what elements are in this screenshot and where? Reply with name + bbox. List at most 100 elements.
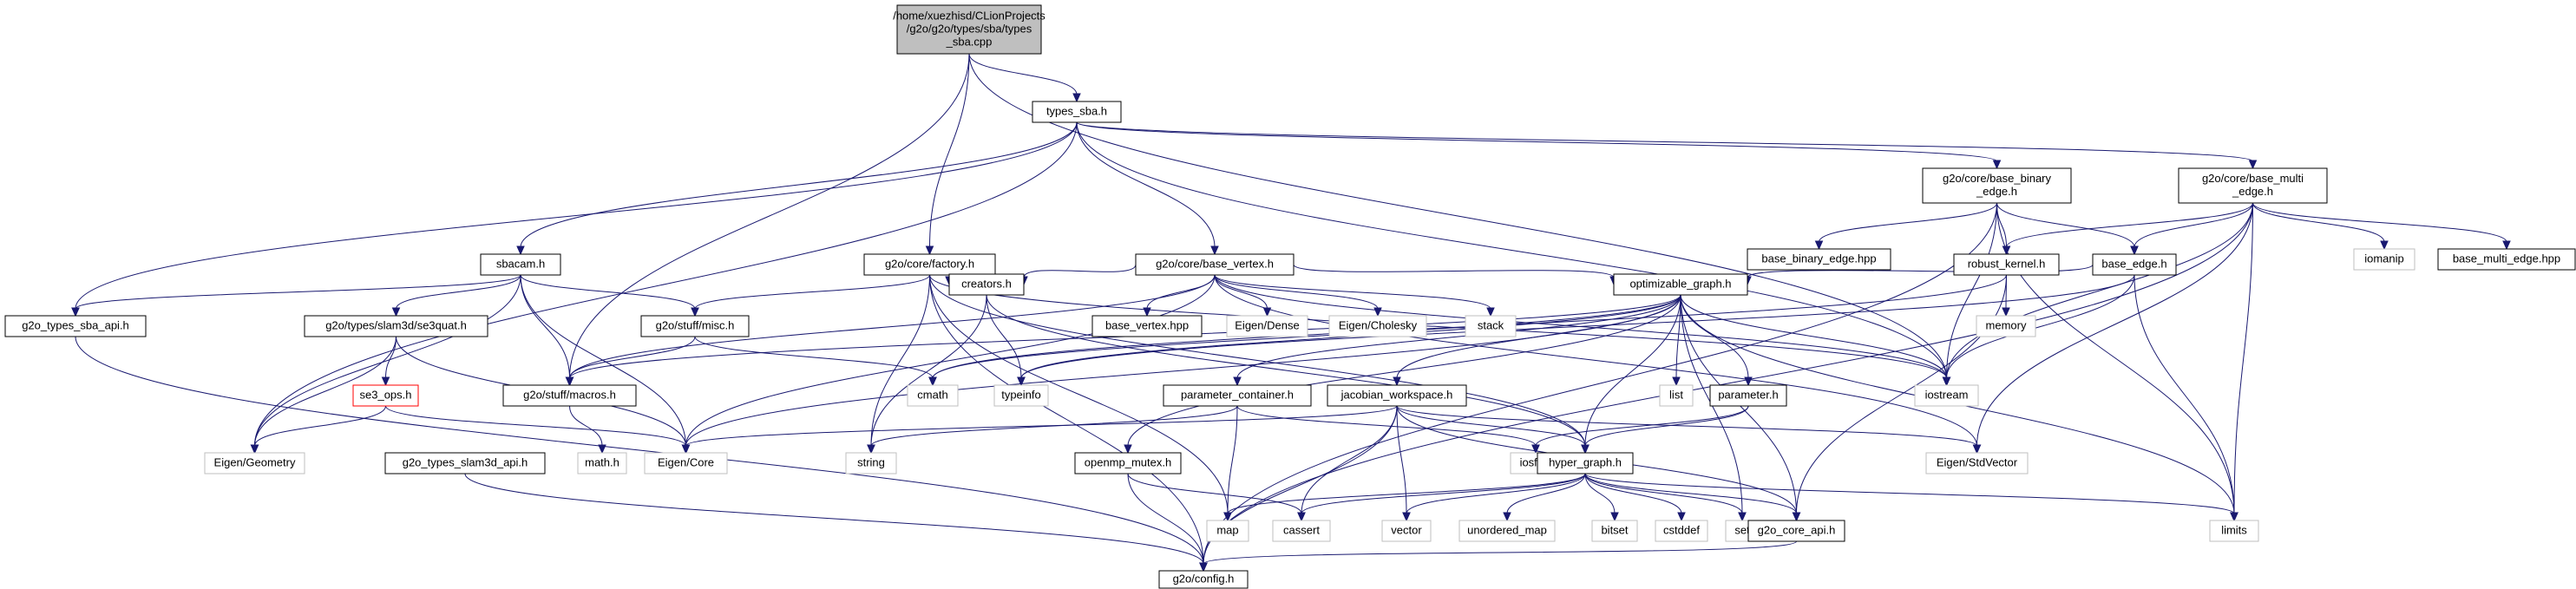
edge-base_vertex_h-to-optimizable_graph_h bbox=[1293, 264, 1618, 286]
node-optimizable-graph-h[interactable]: optimizable_graph.h bbox=[1613, 273, 1748, 296]
node-robust-kernel-h[interactable]: robust_kernel.h bbox=[1953, 253, 2060, 276]
node-label: se3_ops.h bbox=[360, 389, 412, 402]
node-box bbox=[2178, 167, 2328, 204]
node-box bbox=[1091, 315, 1203, 337]
node-box bbox=[1537, 452, 1634, 474]
node-box bbox=[1922, 167, 2072, 204]
node-base-multi-edge-h[interactable]: g2o/core/base_multi_edge.h bbox=[2178, 167, 2328, 204]
node-base-vertex-h[interactable]: g2o/core/base_vertex.h bbox=[1135, 253, 1295, 276]
edge-hyper_graph_h-to-bitset bbox=[1584, 473, 1619, 522]
node-box bbox=[1158, 570, 1249, 589]
node-box bbox=[1272, 520, 1331, 542]
node-label: cstddef bbox=[1663, 524, 1700, 537]
node-label: /home/xuezhisd/CLionProjects bbox=[893, 10, 1045, 23]
node-label: vector bbox=[1391, 524, 1422, 537]
node-parameter-h[interactable]: parameter.h bbox=[1709, 384, 1787, 407]
node-box bbox=[1458, 520, 1556, 542]
edge-base_multi_edge_h-to-base_edge_h bbox=[2130, 202, 2253, 256]
node-iostream: iostream bbox=[1914, 384, 1979, 407]
node-base-edge-h[interactable]: base_edge.h bbox=[2092, 253, 2177, 276]
node-label: _edge.h bbox=[1976, 185, 2017, 198]
edge-hyper_graph_h-to-cassert bbox=[1297, 473, 1586, 522]
node-macros-h[interactable]: g2o/stuff/macros.h bbox=[502, 384, 637, 407]
node-eigen-geometry: Eigen/Geometry bbox=[204, 452, 305, 474]
node-eigen-stdvector: Eigen/StdVector bbox=[1925, 452, 2029, 474]
node-box bbox=[1709, 384, 1787, 407]
node-box bbox=[1206, 520, 1249, 542]
node-jacobian-workspace-h[interactable]: jacobian_workspace.h bbox=[1327, 384, 1467, 407]
node-label: Eigen/Cholesky bbox=[1339, 319, 1418, 332]
node-base-vertex-hpp[interactable]: base_vertex.hpp bbox=[1091, 315, 1203, 337]
node-label: g2o_types_sba_api.h bbox=[22, 319, 129, 332]
edge-se3_ops_h-to-eigen_geometry bbox=[250, 405, 386, 455]
node-box bbox=[384, 452, 546, 474]
edge-types_sba_h-to-base_multi_edge_h bbox=[1076, 121, 2258, 170]
node-sbacam-h[interactable]: sbacam.h bbox=[480, 253, 561, 276]
node-box bbox=[1381, 520, 1432, 542]
node-label: Eigen/Dense bbox=[1235, 319, 1299, 332]
node-box bbox=[1747, 248, 1891, 271]
edge-types_sba_h-to-g2o_types_sba_api_h bbox=[71, 121, 1078, 317]
edge-misc_h-to-macros_h bbox=[565, 336, 696, 387]
edge-hyper_graph_h-to-unordered_map bbox=[1503, 473, 1586, 522]
node-g2o-types-slam3d-api-h[interactable]: g2o_types_slam3d_api.h bbox=[384, 452, 546, 474]
node-box bbox=[1135, 253, 1295, 276]
node-label: set bbox=[1734, 524, 1750, 537]
node-label: base_multi_edge.hpp bbox=[2453, 252, 2560, 265]
node-label: memory bbox=[1986, 319, 2027, 332]
node-vector: vector bbox=[1381, 520, 1432, 542]
node-base-multi-edge-hpp[interactable]: base_multi_edge.hpp bbox=[2437, 248, 2576, 271]
node-box bbox=[993, 384, 1049, 407]
node-box bbox=[1659, 384, 1694, 407]
node-se3quat-h[interactable]: g2o/types/slam3d/se3quat.h bbox=[304, 315, 488, 337]
node-box bbox=[907, 384, 959, 407]
edge-base_vertex_h-to-creators_h bbox=[1019, 264, 1137, 286]
node-label: creators.h bbox=[961, 278, 1012, 291]
node-parameter-container-h[interactable]: parameter_container.h bbox=[1163, 384, 1312, 407]
node-g2o-types-sba-api-h[interactable]: g2o_types_sba_api.h bbox=[4, 315, 147, 337]
node-label: bitset bbox=[1601, 524, 1628, 537]
node-eigen-core: Eigen/Core bbox=[644, 452, 728, 474]
node-types-sba-h[interactable]: types_sba.h bbox=[1032, 101, 1122, 123]
node-label: g2o/core/base_vertex.h bbox=[1156, 258, 1274, 271]
node-openmp-mutex-h[interactable]: openmp_mutex.h bbox=[1074, 452, 1182, 474]
edge-parameter_h-to-iosfwd bbox=[1531, 405, 1749, 455]
node-box bbox=[1953, 253, 2060, 276]
edge-base_binary_edge_h-to-base_binary_edge_hpp bbox=[1814, 202, 1997, 251]
edge-optimizable_graph_h-to-iostream bbox=[1680, 294, 1951, 387]
node-box bbox=[2209, 520, 2259, 542]
node-label: _edge.h bbox=[2232, 185, 2273, 198]
node-root[interactable]: /home/xuezhisd/CLionProjects/g2o/g2o/typ… bbox=[893, 4, 1045, 55]
node-box bbox=[1074, 452, 1182, 474]
node-label: Eigen/Geometry bbox=[214, 456, 296, 469]
edge-base_edge_h-to-limits bbox=[2134, 274, 2238, 522]
node-bitset: bitset bbox=[1591, 520, 1638, 542]
edge-base_binary_edge_h-to-limits bbox=[1996, 202, 2238, 522]
edge-base_multi_edge_h-to-iomanip bbox=[2252, 202, 2389, 251]
node-g2o-core-api-h[interactable]: g2o_core_api.h bbox=[1747, 520, 1845, 542]
node-box bbox=[948, 273, 1025, 296]
node-base-binary-edge-h[interactable]: g2o/core/base_binary_edge.h bbox=[1922, 167, 2072, 204]
node-se3-ops-h[interactable]: se3_ops.h bbox=[352, 384, 419, 407]
node-box bbox=[845, 452, 897, 474]
edge-jacobian_workspace_h-to-vector bbox=[1396, 405, 1411, 522]
node-factory-h[interactable]: g2o/core/factory.h bbox=[863, 253, 996, 276]
edge-base_edge_h-to-iostream bbox=[1942, 274, 2135, 387]
node-label: base_vertex.hpp bbox=[1105, 319, 1189, 332]
edge-jacobian_workspace_h-to-eigen_core bbox=[681, 405, 1398, 455]
node-cassert: cassert bbox=[1272, 520, 1331, 542]
edge-types_sba_h-to-sbacam_h bbox=[516, 121, 1078, 256]
edge-optimizable_graph_h-to-limits bbox=[1680, 294, 2238, 522]
node-typeinfo: typeinfo bbox=[993, 384, 1049, 407]
node-config-h[interactable]: g2o/config.h bbox=[1158, 570, 1249, 589]
node-misc-h[interactable]: g2o/stuff/misc.h bbox=[640, 315, 750, 337]
node-box bbox=[352, 384, 419, 407]
node-string: string bbox=[845, 452, 897, 474]
node-base-binary-edge-hpp[interactable]: base_binary_edge.hpp bbox=[1747, 248, 1891, 271]
node-box bbox=[1226, 315, 1308, 337]
edge-base_vertex_h-to-stack bbox=[1214, 274, 1495, 317]
edge-jacobian_workspace_h-to-config_h bbox=[1199, 405, 1398, 573]
node-creators-h[interactable]: creators.h bbox=[948, 273, 1025, 296]
node-hyper-graph-h[interactable]: hyper_graph.h bbox=[1537, 452, 1634, 474]
